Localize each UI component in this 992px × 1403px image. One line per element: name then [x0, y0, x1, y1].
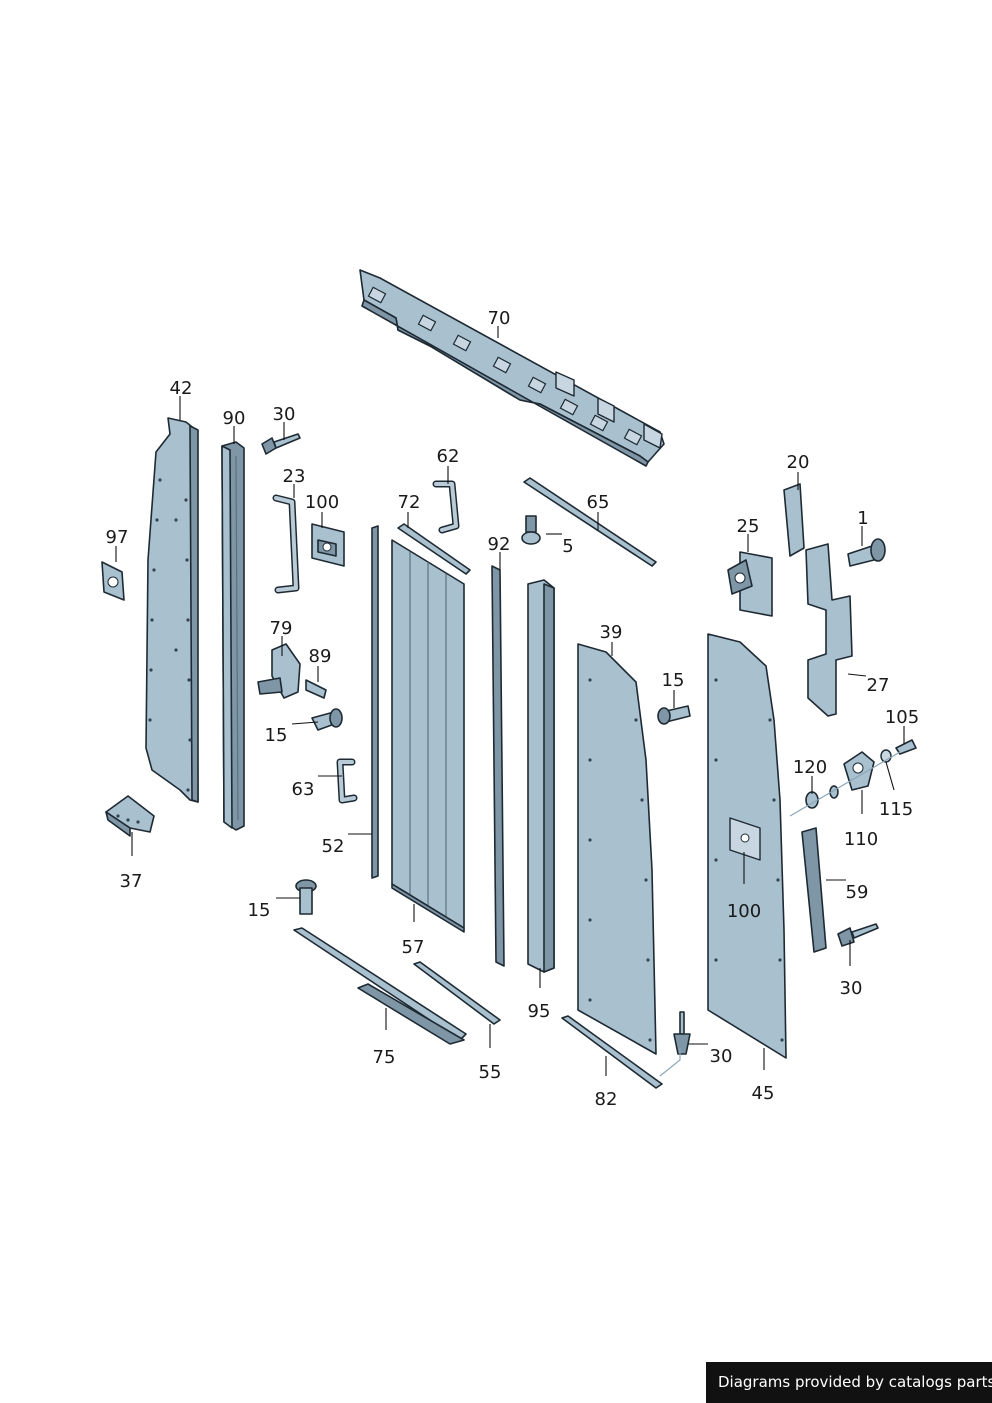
part-20-strip: [783, 483, 805, 557]
callout-62: 62: [437, 446, 460, 467]
part-97-square-pad: [101, 561, 125, 601]
part-39-panel: [577, 643, 657, 1055]
callout-30-bottom: 30: [710, 1046, 733, 1067]
callout-65: 65: [587, 492, 610, 513]
part-45-right-panel: [707, 633, 787, 1059]
callout-90: 90: [223, 408, 246, 429]
callout-20: 20: [787, 452, 810, 473]
part-100-plate-left: [311, 523, 345, 567]
part-52-strip: [371, 525, 379, 879]
callout-30-top: 30: [273, 404, 296, 425]
part-42-left-panel: [145, 417, 199, 803]
callout-42: 42: [170, 378, 193, 399]
callout-100-left: 100: [305, 492, 339, 513]
callout-27: 27: [867, 675, 890, 696]
part-105-screw: [895, 739, 917, 755]
part-25-latch: [727, 551, 773, 617]
part-15-bolt-left: [311, 708, 343, 731]
part-57-center-panel: [391, 539, 465, 933]
part-23-handle: [272, 494, 300, 594]
callout-55: 55: [479, 1062, 502, 1083]
callout-105: 105: [885, 707, 919, 728]
part-1-bolt: [847, 538, 886, 567]
callout-52: 52: [322, 836, 345, 857]
callout-100-right: 100: [727, 901, 761, 922]
callout-57: 57: [402, 937, 425, 958]
part-65-diagonal-strip: [523, 477, 657, 567]
callout-15-right: 15: [662, 670, 685, 691]
part-30-rivet-top: [261, 433, 301, 455]
callout-97: 97: [106, 527, 129, 548]
callout-15-bottom: 15: [248, 900, 271, 921]
callout-63: 63: [292, 779, 315, 800]
callout-120: 120: [793, 757, 827, 778]
part-5-screw: [521, 515, 541, 545]
callout-37: 37: [120, 871, 143, 892]
callout-45: 45: [752, 1083, 775, 1104]
callout-75: 75: [373, 1047, 396, 1068]
part-63-handle: [336, 758, 358, 804]
part-82-bottom-strip: [561, 1015, 663, 1089]
part-92-thin-vertical: [491, 565, 505, 967]
callout-1: 1: [857, 508, 868, 529]
credit-banner: Diagrams provided by catalogs parts: [706, 1362, 992, 1403]
part-59-strip: [801, 827, 827, 953]
callout-30-right: 30: [840, 978, 863, 999]
leader-lines: [115, 326, 905, 1076]
part-55-bottom-strip: [413, 961, 501, 1025]
part-75-bottom-rail: [293, 927, 467, 1045]
callout-79: 79: [270, 618, 293, 639]
part-72-top-strip: [397, 523, 471, 575]
callout-89: 89: [309, 646, 332, 667]
callout-70: 70: [488, 308, 511, 329]
callout-23: 23: [283, 466, 306, 487]
callouts: 70 42 90 30 23 100 97 62 72 65 92 5 20 2…: [106, 308, 920, 1110]
part-30-rivet-bottom: [673, 1011, 691, 1055]
callout-59: 59: [846, 882, 869, 903]
part-37-bottom-bracket: [105, 795, 155, 837]
callout-39: 39: [600, 622, 623, 643]
callout-110: 110: [844, 829, 878, 850]
part-95-vertical-profile: [527, 579, 555, 973]
callout-15-left: 15: [265, 725, 288, 746]
callout-82: 82: [595, 1089, 618, 1110]
part-30-rivet-right: [837, 923, 879, 947]
part-27-bracket: [805, 543, 853, 717]
callout-25: 25: [737, 516, 760, 537]
part-62-handle: [432, 480, 460, 534]
callout-92: 92: [488, 534, 511, 555]
part-90-vertical-channel: [221, 441, 245, 831]
part-79-hinge-bracket: [257, 643, 301, 699]
part-15-bolt-right: [657, 705, 691, 725]
part-70-top-rail: [359, 269, 665, 467]
callout-115: 115: [879, 799, 913, 820]
callout-72: 72: [398, 492, 421, 513]
callout-95: 95: [528, 1001, 551, 1022]
part-110-eye-bracket: [843, 751, 875, 791]
callout-5: 5: [562, 536, 573, 557]
part-15-bolt-bottom: [295, 879, 317, 915]
part-89-clip: [305, 679, 327, 699]
